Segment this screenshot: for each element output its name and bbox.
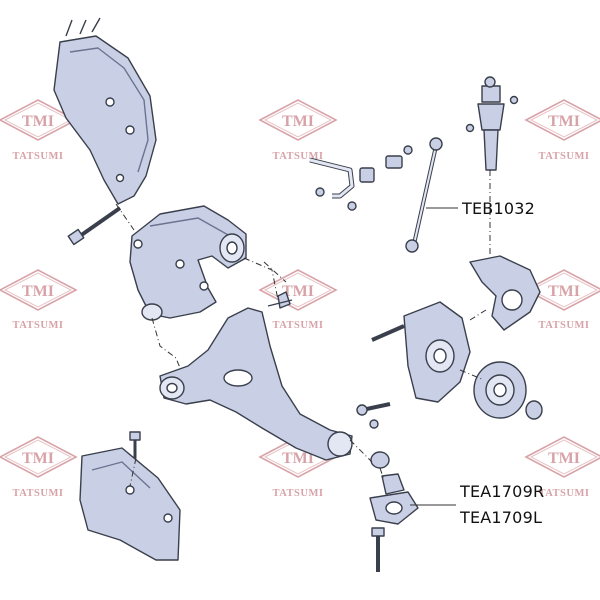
watermark-logo-text: TMI [548,450,580,467]
steering-knuckle-part [469,255,541,331]
watermark-brand-text: TATSUMI [539,151,590,162]
assembly-line [115,203,135,231]
assembly-line [263,261,287,283]
assembly-line [243,257,279,301]
lower-shield-part [79,431,181,561]
part-label-ball-joint-left: TEA1709L [460,508,543,527]
watermark-logo-text: TMI [282,113,314,130]
watermark-logo-text: TMI [22,283,54,300]
watermark-brand-text: TATSUMI [539,320,590,331]
ball-joint-part [369,451,419,572]
watermark-brand-text: TATSUMI [13,488,64,499]
watermark-brand-text: TATSUMI [13,320,64,331]
watermark-brand-text: TATSUMI [539,488,590,499]
watermark-brand-text: TATSUMI [273,320,324,331]
assembly-line [459,369,485,381]
watermark-logo-text: TMI [22,113,54,130]
strut-part [465,76,519,171]
assembly-line [469,309,487,321]
subframe-bracket-part [129,205,247,321]
assembly-line [151,317,181,369]
control-arm-part [159,291,353,461]
splash-shield-part [53,17,157,205]
watermark-brand-text: TATSUMI [273,151,324,162]
assembly-line [129,457,137,487]
watermark-brand-text: TATSUMI [13,151,64,162]
part-label-ball-joint-right: TEA1709R [460,482,545,501]
watermark-logo-text: TMI [548,113,580,130]
watermark-logo-text: TMI [548,283,580,300]
bolt-part [67,206,122,246]
watermark-logo-text: TMI [282,283,314,300]
wheel-hub-part [473,361,543,420]
stabilizer-bar-part [309,145,413,211]
watermark-logo-text: TMI [282,450,314,467]
tie-rod-part [356,402,391,429]
hub-carrier-part [371,301,471,403]
stabilizer-link-part [405,137,443,253]
watermark-brand-text: TATSUMI [273,488,324,499]
assembly-line [379,467,385,481]
part-label-stabilizer-link: TEB1032 [462,199,535,218]
watermark-logo-text: TMI [22,450,54,467]
assembly-line [349,439,373,463]
